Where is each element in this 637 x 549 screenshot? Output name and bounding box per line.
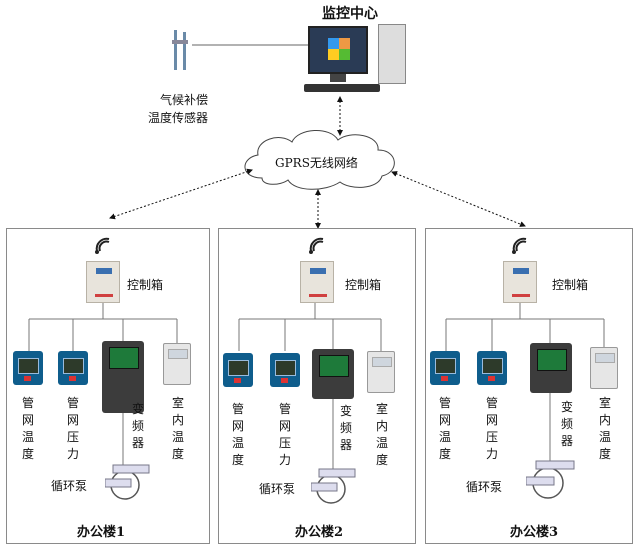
sensor-label-line1: 气候补偿 <box>160 93 209 107</box>
wireless-icon <box>93 235 113 255</box>
control-box-icon <box>300 261 334 303</box>
circulation-pump-label: 循环泵 <box>466 480 503 494</box>
building-name: 办公楼3 <box>510 525 559 540</box>
building-name: 办公楼1 <box>77 525 126 540</box>
pipe-pressure-label: 管网压力 <box>66 396 79 461</box>
building-panel: 控制箱 管网温度 管网压力 变频器 室内温度 循环泵 办公楼1 <box>6 228 210 544</box>
vfd-icon <box>312 349 354 399</box>
control-box-icon <box>503 261 537 303</box>
building-panel: 控制箱 管网温度 管网压力 变频器 室内温度 循环泵 办公楼3 <box>425 228 633 544</box>
computer-icon <box>300 24 410 94</box>
control-box-icon <box>86 261 120 303</box>
building-wiring <box>238 289 382 471</box>
vfd-label: 变频器 <box>560 400 573 448</box>
monitor-center-title: 监控中心 <box>322 6 378 22</box>
vfd-label: 变频器 <box>339 404 352 452</box>
pipe-pressure-meter-icon <box>270 353 300 387</box>
building-name: 办公楼2 <box>295 525 344 540</box>
circulation-pump-label: 循环泵 <box>51 479 88 493</box>
wireless-icon <box>307 235 327 255</box>
sensor-label-line2: 温度传感器 <box>148 111 209 125</box>
temperature-sensor-icon <box>170 30 192 74</box>
pipe-pressure-meter-icon <box>477 351 507 385</box>
room-temperature-sensor-icon <box>367 351 395 393</box>
wireless-icon <box>510 235 530 255</box>
circulation-pump-icon <box>310 465 357 505</box>
network-cloud <box>244 130 395 190</box>
pipe-temperature-meter-icon <box>223 353 253 387</box>
building-panel: 控制箱 管网温度 管网压力 变频器 室内温度 循环泵 办公楼2 <box>218 228 416 544</box>
room-temperature-label: 室内温度 <box>171 396 184 461</box>
control-box-label: 控制箱 <box>552 278 589 292</box>
control-box-label: 控制箱 <box>127 278 164 292</box>
gprs-network-label: GPRS无线网络 <box>275 156 358 170</box>
circulation-pump-icon <box>104 461 151 501</box>
room-temperature-sensor-icon <box>590 347 618 389</box>
pipe-temperature-meter-icon <box>13 351 43 385</box>
vfd-icon <box>530 343 572 393</box>
room-temperature-sensor-icon <box>163 343 191 385</box>
room-temperature-label: 室内温度 <box>375 402 388 467</box>
vfd-label: 变频器 <box>131 402 144 450</box>
pipe-temperature-label: 管网温度 <box>231 402 244 467</box>
pipe-temperature-label: 管网温度 <box>438 396 451 461</box>
pipe-temperature-meter-icon <box>430 351 460 385</box>
control-box-label: 控制箱 <box>345 278 382 292</box>
room-temperature-label: 室内温度 <box>598 396 611 461</box>
vfd-icon <box>102 341 144 413</box>
pipe-temperature-label: 管网温度 <box>21 396 34 461</box>
pipe-pressure-meter-icon <box>58 351 88 385</box>
pipe-pressure-label: 管网压力 <box>278 402 291 467</box>
circulation-pump-label: 循环泵 <box>259 482 296 496</box>
circulation-pump-icon <box>525 457 576 501</box>
pipe-pressure-label: 管网压力 <box>485 396 498 461</box>
